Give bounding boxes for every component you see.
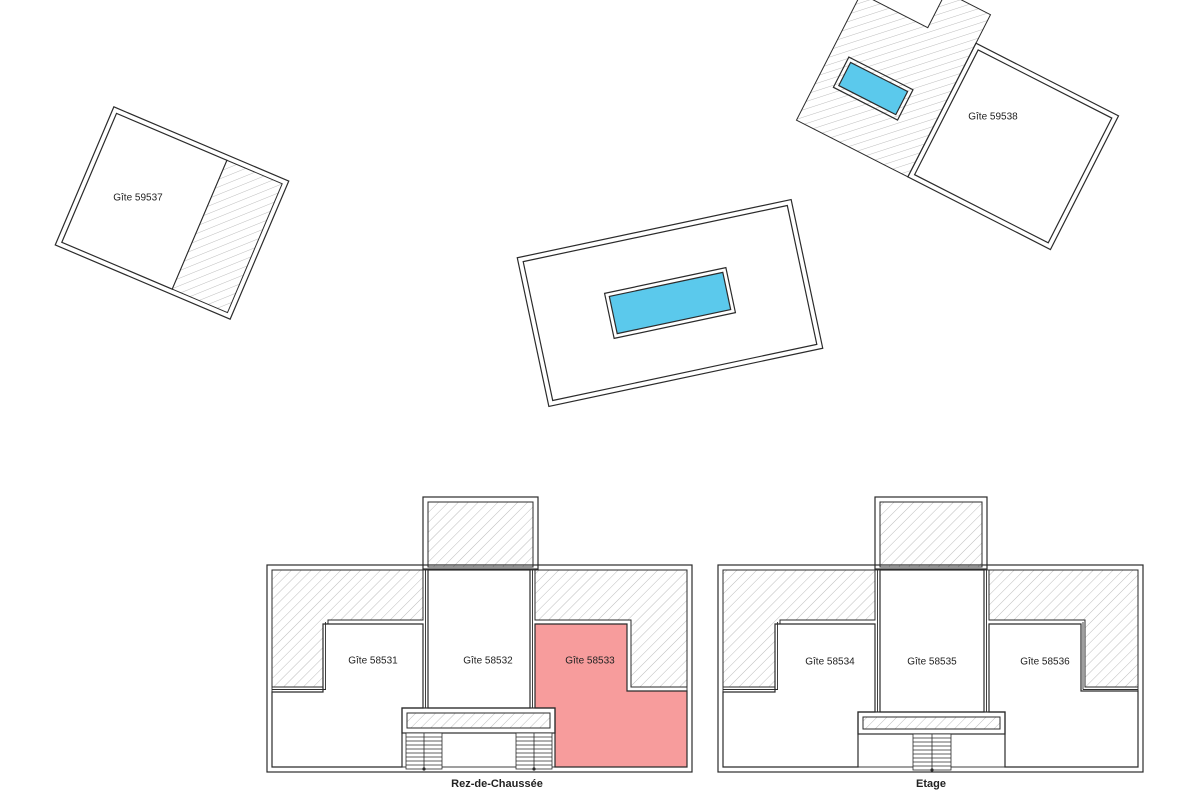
upper-floor-caption: Etage	[916, 778, 946, 790]
ground-floor-caption: Rez-de-Chaussée	[451, 778, 543, 790]
gite-58534-terrace	[722, 569, 876, 688]
gite-58532-room[interactable]	[427, 569, 531, 709]
gite-58531-label: Gîte 58531	[348, 656, 398, 667]
gite-58534-label: Gîte 58534	[805, 657, 855, 668]
ground-stairs-right	[515, 732, 553, 771]
gite-59538-pool-border	[832, 56, 914, 121]
ground-floor-plan: Gîte 58531 Gîte 58532 Gîte 58533	[266, 496, 693, 773]
gite-58531-terrace	[271, 569, 424, 688]
gite-59538-room[interactable]	[913, 49, 1113, 244]
gite-59538-label: Gîte 59538	[968, 112, 1018, 123]
gite-58536-label: Gîte 58536	[1020, 657, 1070, 668]
gite-58533-label: Gîte 58533	[565, 656, 615, 667]
gite-58532-label: Gîte 58532	[463, 656, 513, 667]
gite-58533-terrace	[534, 569, 688, 688]
gite-58535-label: Gîte 58535	[907, 657, 957, 668]
gite-59537-label: Gîte 59537	[113, 193, 163, 204]
ground-corridor	[401, 707, 556, 734]
upper-annex-terrace	[879, 501, 983, 568]
gite-59538-pool	[837, 61, 909, 116]
gite-58535-room[interactable]	[879, 569, 985, 713]
ground-stairs-left	[405, 732, 443, 771]
gite-59537-building	[54, 106, 290, 320]
central-pool	[608, 271, 732, 335]
upper-floor-plan: Gîte 58534 Gîte 58535 Gîte 58536	[717, 496, 1144, 773]
gite-59537-terrace	[171, 159, 283, 314]
gite-59538-building	[795, 0, 1120, 251]
gite-58536-terrace	[988, 569, 1139, 688]
upper-stairs	[912, 733, 952, 772]
central-pool-area	[516, 198, 824, 408]
ground-annex-terrace	[427, 501, 534, 568]
